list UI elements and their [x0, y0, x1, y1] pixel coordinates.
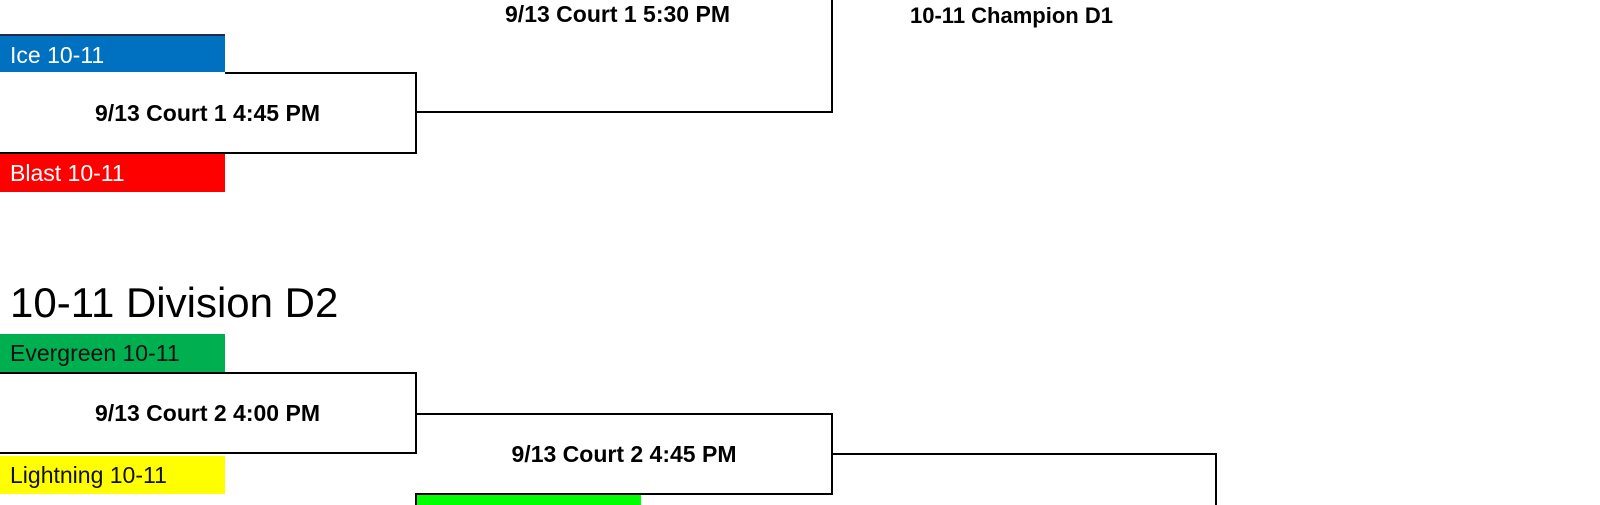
division-d2-title: 10-11 Division D2 [10, 279, 339, 326]
d2-game2-right-line [831, 413, 833, 495]
d2-game2-top-line [417, 413, 833, 415]
d2-game1-right-line [415, 372, 417, 454]
d1-semi-right-line [415, 72, 417, 154]
team-ice: Ice 10-11 [0, 34, 225, 72]
d1-final-game-label: 9/13 Court 1 5:30 PM [505, 1, 730, 27]
d2-game1-bottom-line [0, 452, 417, 454]
team-lightning: Lightning 10-11 [0, 456, 225, 494]
team-bright-green [415, 495, 641, 505]
d1-connector-horizontal [417, 111, 833, 113]
team-evergreen: Evergreen 10-11 [0, 334, 225, 372]
d1-semifinal-game-label: 9/13 Court 1 4:45 PM [95, 100, 320, 126]
d1-semi-bottom-line [0, 152, 417, 154]
d2-game1-top-line [0, 372, 417, 374]
d2-second-game-label: 9/13 Court 2 4:45 PM [511, 441, 737, 467]
d2-game2-bottom-line [415, 493, 833, 495]
d2-first-game-label: 9/13 Court 2 4:00 PM [95, 400, 320, 426]
d1-connector-vertical [831, 0, 833, 113]
d1-semi-top-line [225, 72, 417, 74]
d2-connector-vertical [1215, 453, 1217, 505]
d1-champion-label: 10-11 Champion D1 [910, 3, 1113, 28]
d2-connector-horizontal [833, 453, 1217, 455]
team-blast: Blast 10-11 [0, 154, 225, 192]
